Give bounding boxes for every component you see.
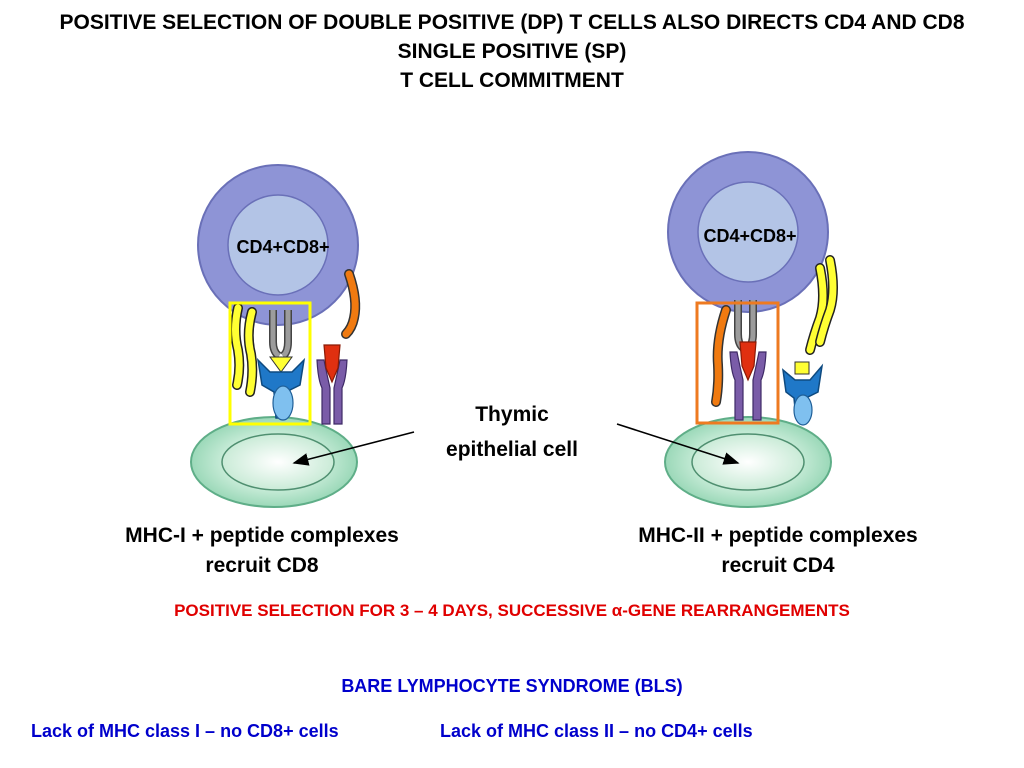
bls-class-i-note: Lack of MHC class I – no CD8+ cells xyxy=(31,721,339,741)
left-highlight-box xyxy=(228,301,312,426)
thymic-label-line-2: epithelial cell xyxy=(446,438,578,461)
left-t-cell-nucleus xyxy=(227,194,329,296)
right-epithelial-nucleus xyxy=(691,433,805,491)
title-line-2: SINGLE POSITIVE (SP) xyxy=(397,40,627,63)
left-panel: CD4+CD8+ xyxy=(190,164,361,508)
left-caption: MHC-I + peptide complexes recruit CD8 xyxy=(82,521,442,581)
title-line-1: POSITIVE SELECTION OF DOUBLE POSITIVE (D… xyxy=(59,11,965,34)
right-caption-line-1: MHC-II + peptide complexes xyxy=(638,524,918,547)
right-mhc-class-i xyxy=(781,361,824,426)
bls-heading: BARE LYMPHOCYTE SYNDROME (BLS) xyxy=(341,676,683,696)
right-pointer-arrow xyxy=(616,423,740,465)
right-mhc-class-ii xyxy=(729,341,767,421)
left-cell-label: CD4+CD8+ xyxy=(236,237,329,257)
left-tcr xyxy=(269,310,292,360)
title-line-3: T CELL COMMITMENT xyxy=(400,69,624,92)
right-panel: CD4+CD8+ xyxy=(664,151,838,508)
left-caption-line-1: MHC-I + peptide complexes xyxy=(125,524,399,547)
left-epithelial-nucleus xyxy=(221,433,335,491)
positive-selection-note: POSITIVE SELECTION FOR 3 – 4 DAYS, SUCCE… xyxy=(174,601,850,620)
left-mhc-class-i xyxy=(256,356,306,421)
left-cd8-coreceptor xyxy=(230,303,258,397)
left-caption-line-2: recruit CD8 xyxy=(205,554,319,577)
right-caption-line-2: recruit CD4 xyxy=(721,554,835,577)
slide-title: POSITIVE SELECTION OF DOUBLE POSITIVE (D… xyxy=(0,8,1024,95)
bls-class-ii-note: Lack of MHC class II – no CD4+ cells xyxy=(440,721,753,741)
left-mhc-class-ii xyxy=(316,344,348,425)
left-pointer-arrow xyxy=(292,431,415,466)
right-highlight-box xyxy=(695,301,780,425)
right-cd8-coreceptor xyxy=(805,255,838,355)
right-cell-label: CD4+CD8+ xyxy=(703,226,796,246)
right-caption: MHC-II + peptide complexes recruit CD4 xyxy=(588,521,968,581)
right-t-cell-nucleus xyxy=(697,181,799,283)
thymic-label-line-1: Thymic xyxy=(475,403,549,426)
